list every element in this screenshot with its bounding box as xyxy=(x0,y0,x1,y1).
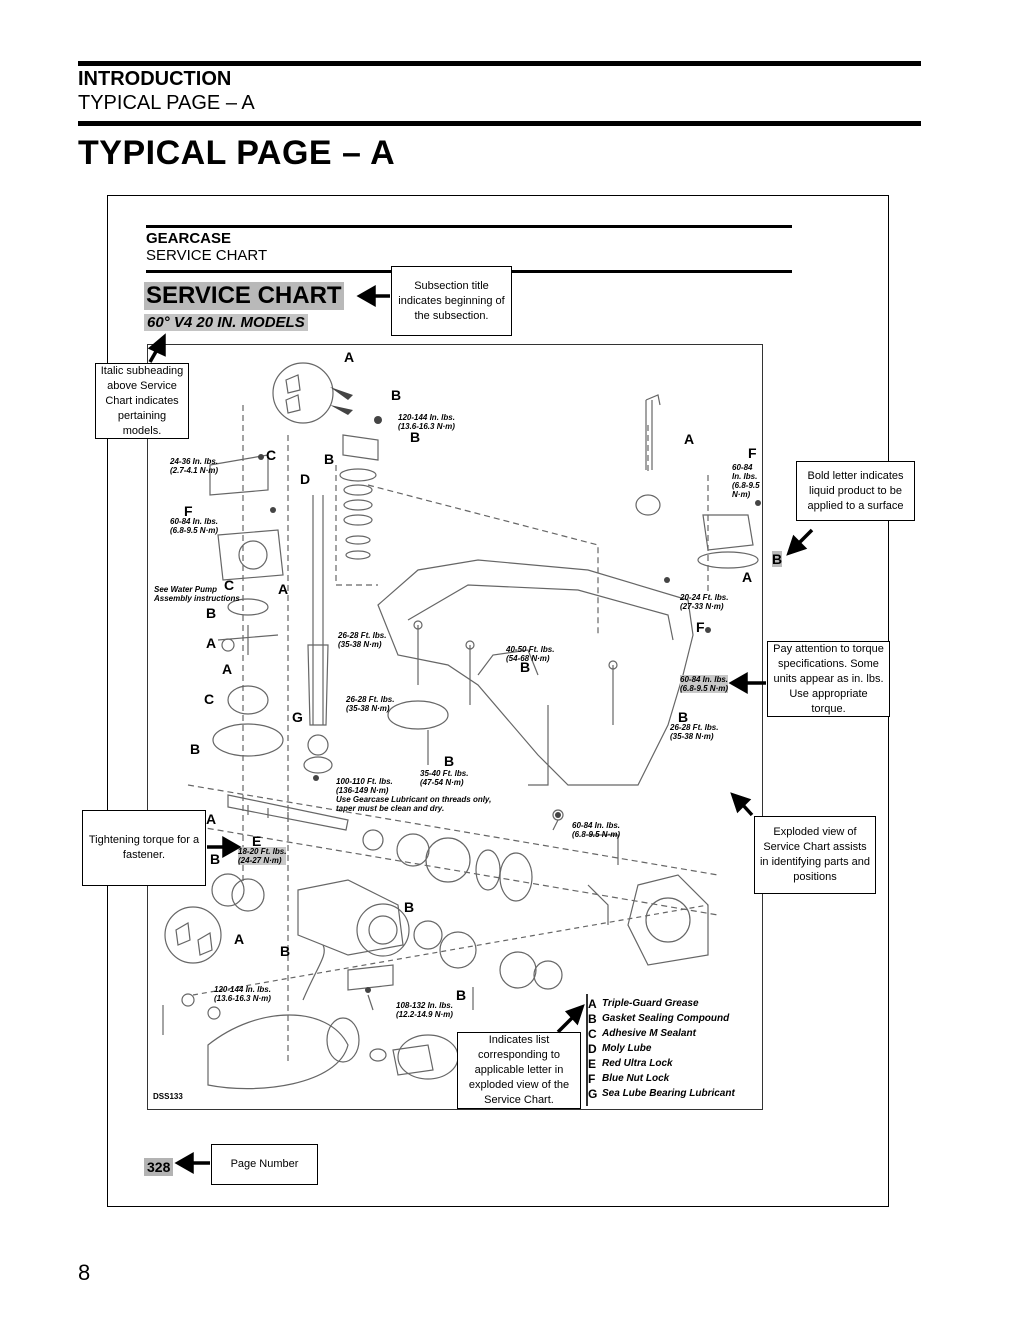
label-b-case: B xyxy=(520,659,531,675)
torque-10: 26-28 Ft. lbs.(35-38 N·m) xyxy=(670,723,719,741)
label-b-housing: B xyxy=(280,943,291,959)
legend-row: D Moly Lube xyxy=(588,1041,735,1056)
callout-subsection-title: Subsection title indicates beginning of … xyxy=(391,266,512,336)
torque-5: 20-24 Ft. lbs.(27-33 N·m) xyxy=(680,593,729,611)
label-b-rightplate: B xyxy=(772,551,783,567)
example-section: GEARCASE xyxy=(146,230,232,247)
label-f-right: F xyxy=(748,445,757,461)
torque-2: 24-36 In. lbs.(2.7-4.1 N·m) xyxy=(170,457,219,475)
label-c-lower: C xyxy=(204,691,215,707)
example-subsection: SERVICE CHART xyxy=(146,247,268,264)
header-bottom-rule xyxy=(78,121,921,126)
torque-3: 60-84 In. lbs.(6.8-9.5 N·m) xyxy=(170,517,219,535)
label-b-seals: B xyxy=(210,851,221,867)
label-a-impeller: A xyxy=(206,635,217,651)
label-b-top: B xyxy=(391,387,402,403)
legend-text: Adhesive M Sealant xyxy=(602,1028,696,1039)
callout-bold-letter: Bold letter indicates liquid product to … xyxy=(796,461,915,521)
legend-text: Red Ultra Lock xyxy=(602,1058,673,1069)
callout-page-number: Page Number xyxy=(211,1144,318,1185)
label-b-shims: B xyxy=(324,451,335,467)
page-title: TYPICAL PAGE – A xyxy=(78,134,396,172)
header-section: INTRODUCTION xyxy=(78,68,232,90)
label-a-shaft: A xyxy=(206,811,217,827)
legend-row: C Adhesive M Sealant xyxy=(588,1026,735,1041)
example-page-number: 328 xyxy=(144,1158,174,1176)
label-b-caseright: B xyxy=(678,709,689,725)
exploded-view-drawing xyxy=(162,362,761,1090)
legend-row: E Red Ultra Lock xyxy=(588,1056,735,1071)
label-a-rightplate: A xyxy=(742,569,753,585)
label-d: D xyxy=(300,471,311,487)
diagram-id: DSS133 xyxy=(153,1092,183,1101)
torque-6: 26-28 Ft. lbs.(35-38 N·m) xyxy=(338,631,387,649)
label-a-mid: A xyxy=(278,581,289,597)
label-b-top2: B xyxy=(410,429,421,445)
legend-key: D xyxy=(588,1041,597,1056)
header-top-rule xyxy=(78,61,921,66)
label-a-rod: A xyxy=(684,431,695,447)
label-a-inset: A xyxy=(234,931,245,947)
legend-text: Sea Lube Bearing Lubricant xyxy=(602,1088,735,1099)
legend-row: G Sea Lube Bearing Lubricant xyxy=(588,1086,735,1101)
legend-row: A Triple-Guard Grease xyxy=(588,996,735,1011)
label-c-mid: C xyxy=(224,577,235,593)
torque-14: 18-20 Ft. lbs.(24-27 N·m) xyxy=(238,847,287,865)
callout-tightening-torque: Tightening torque for a fastener. xyxy=(82,810,206,886)
callout-indicates-list: Indicates list corresponding to applicab… xyxy=(457,1032,581,1109)
label-f-left: F xyxy=(184,503,193,519)
callout-torque-specs: Pay attention to torque specifications. … xyxy=(767,641,890,717)
example-top-rule xyxy=(146,225,792,228)
label-b-carrier: B xyxy=(404,899,415,915)
legend-key: F xyxy=(588,1071,596,1086)
label-b-ring: B xyxy=(456,987,467,1003)
legend-key: C xyxy=(588,1026,597,1041)
label-f-mid: F xyxy=(696,619,705,635)
legend-divider xyxy=(586,994,588,1106)
torque-12: 100-110 Ft. lbs.(136-149 N·m)Use Gearcas… xyxy=(336,777,492,813)
torque-1: 120-144 In. lbs.(13.6-16.3 N·m) xyxy=(398,413,455,431)
legend-key: B xyxy=(588,1011,597,1026)
torque-15: 120-144 In. lbs.(13.6-16.3 N·m) xyxy=(214,985,271,1003)
torque-13: 60-84 In. lbs.(6.8-9.5 N·m) xyxy=(572,821,621,839)
legend-key: A xyxy=(588,996,597,1011)
torque-8: 26-28 Ft. lbs.(35-38 N·m) xyxy=(346,695,395,713)
header-subsection: TYPICAL PAGE – A xyxy=(78,92,255,114)
legend-row: F Blue Nut Lock xyxy=(588,1071,735,1086)
page-number: 8 xyxy=(78,1260,91,1285)
torque-11: 35-40 Ft. lbs.(47-54 N·m) xyxy=(420,769,469,787)
legend-text: Gasket Sealing Compound xyxy=(602,1013,730,1024)
torque-7: 40-50 Ft. lbs.(54-68 N·m) xyxy=(506,645,555,663)
legend-row: B Gasket Sealing Compound xyxy=(588,1011,735,1026)
torque-16: 108-132 In. lbs.(12.2-14.9 N·m) xyxy=(396,1001,453,1019)
legend-text: Moly Lube xyxy=(602,1043,652,1054)
legend-text: Triple-Guard Grease xyxy=(602,998,699,1009)
legend-text: Blue Nut Lock xyxy=(602,1073,670,1084)
callout-italic-subheading: Italic subheading above Service Chart in… xyxy=(95,363,189,439)
callout-exploded-view: Exploded view of Service Chart assists i… xyxy=(754,816,876,894)
torque-9: 60-84 In. lbs.(6.8-9.5 N·m) xyxy=(680,675,729,693)
label-g: G xyxy=(292,709,303,725)
label-c-pump: C xyxy=(266,447,277,463)
exploded-view-diagram: A B B C B D A F F C A B A F B A A C B G … xyxy=(147,344,783,1110)
torque-4: 60-84 In. lbs.(6.8-9.5 N·m) xyxy=(732,463,760,499)
service-chart-title: SERVICE CHART xyxy=(144,282,344,310)
label-e: E xyxy=(252,833,262,849)
label-b-impeller: B xyxy=(206,605,217,621)
legend-key: E xyxy=(588,1056,597,1071)
label-a-oring: A xyxy=(222,661,233,677)
legend-key: G xyxy=(588,1086,598,1101)
label-b-plate: B xyxy=(190,741,201,757)
service-chart-models: 60° V4 20 IN. MODELS xyxy=(144,314,308,331)
label-b-bolt: B xyxy=(444,753,455,769)
label-a-top: A xyxy=(344,349,355,365)
